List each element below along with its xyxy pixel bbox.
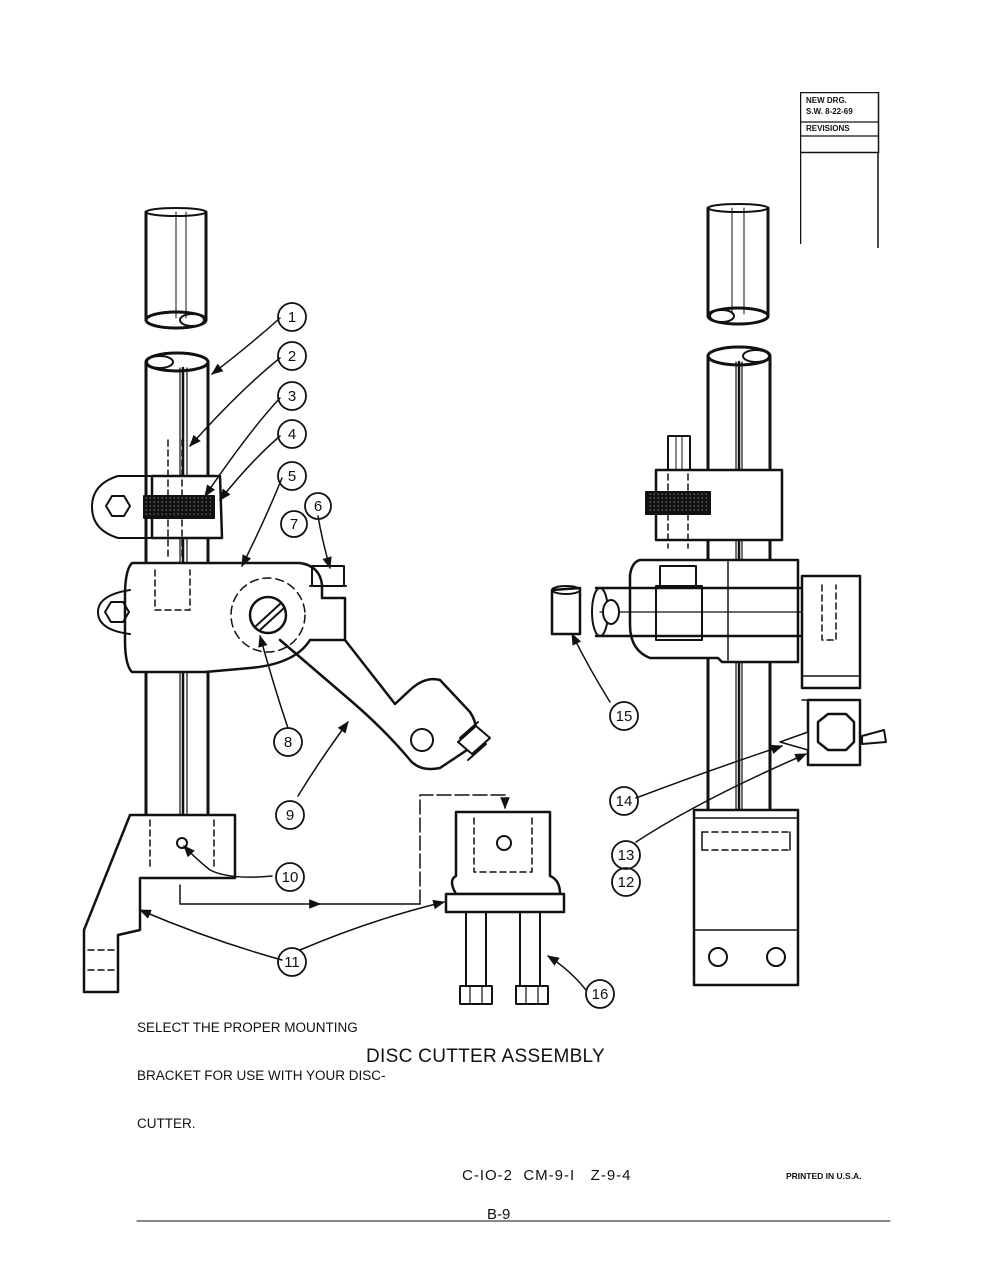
callout-numbers: 1 2 3 4 5 6 7 8 9 10 11 12 13 14 15 16 [282, 309, 635, 1003]
callout-13: 13 [618, 847, 635, 864]
mounting-note-line-2: BRACKET FOR USE WITH YOUR DISC- [137, 1068, 386, 1083]
callout-1: 1 [288, 309, 296, 326]
right-cutter-head [779, 574, 887, 767]
callout-16: 16 [592, 986, 609, 1003]
callout-7: 7 [290, 516, 298, 533]
callout-circles [273, 302, 641, 1009]
page-number: B-9 [487, 1206, 511, 1223]
callout-6: 6 [314, 498, 322, 515]
callout-12: 12 [618, 874, 635, 891]
callout-11: 11 [284, 954, 300, 971]
callout-8: 8 [284, 734, 292, 751]
left-cutter-arm [278, 638, 491, 771]
right-assembly [550, 203, 887, 987]
left-main-bracket [97, 561, 347, 674]
assembly-flow-lines [179, 794, 510, 909]
callout-14: 14 [616, 793, 633, 810]
callout-9: 9 [286, 807, 294, 824]
callout-10: 10 [282, 869, 299, 886]
left-upper-tube [144, 207, 208, 330]
callout-5: 5 [288, 468, 296, 485]
center-holder [444, 810, 566, 1005]
right-horizontal-shaft [591, 586, 812, 638]
revision-new-drawing: NEW DRG. [806, 96, 847, 105]
right-main-bracket [628, 558, 800, 664]
printed-in-usa: PRINTED IN U.S.A. [786, 1171, 862, 1181]
callout-2: 2 [288, 348, 296, 365]
revision-block: NEW DRG. S.W. 8-22-69 REVISIONS [800, 92, 880, 248]
mounting-note: SELECT THE PROPER MOUNTING BRACKET FOR U… [137, 988, 386, 1148]
right-upper-tube [706, 203, 770, 326]
revision-header: REVISIONS [806, 124, 850, 133]
right-lower-bracket [692, 808, 800, 987]
drawing-title: DISC CUTTER ASSEMBLY [366, 1046, 605, 1067]
revision-block-frame [800, 92, 880, 248]
callout-3: 3 [288, 388, 296, 405]
left-upper-collar [91, 439, 224, 561]
mounting-note-line-1: SELECT THE PROPER MOUNTING [137, 1020, 358, 1035]
drawing-codes: C-IO-2 CM-9-I Z-9-4 [462, 1167, 632, 1184]
callout-15: 15 [616, 708, 633, 725]
right-knurled-screw [645, 435, 784, 549]
revision-date: S.W. 8-22-69 [806, 107, 853, 116]
leader-lines [138, 317, 808, 991]
callout-4: 4 [288, 426, 296, 443]
right-detached-collar [550, 585, 582, 636]
mounting-note-line-3: CUTTER. [137, 1116, 196, 1131]
